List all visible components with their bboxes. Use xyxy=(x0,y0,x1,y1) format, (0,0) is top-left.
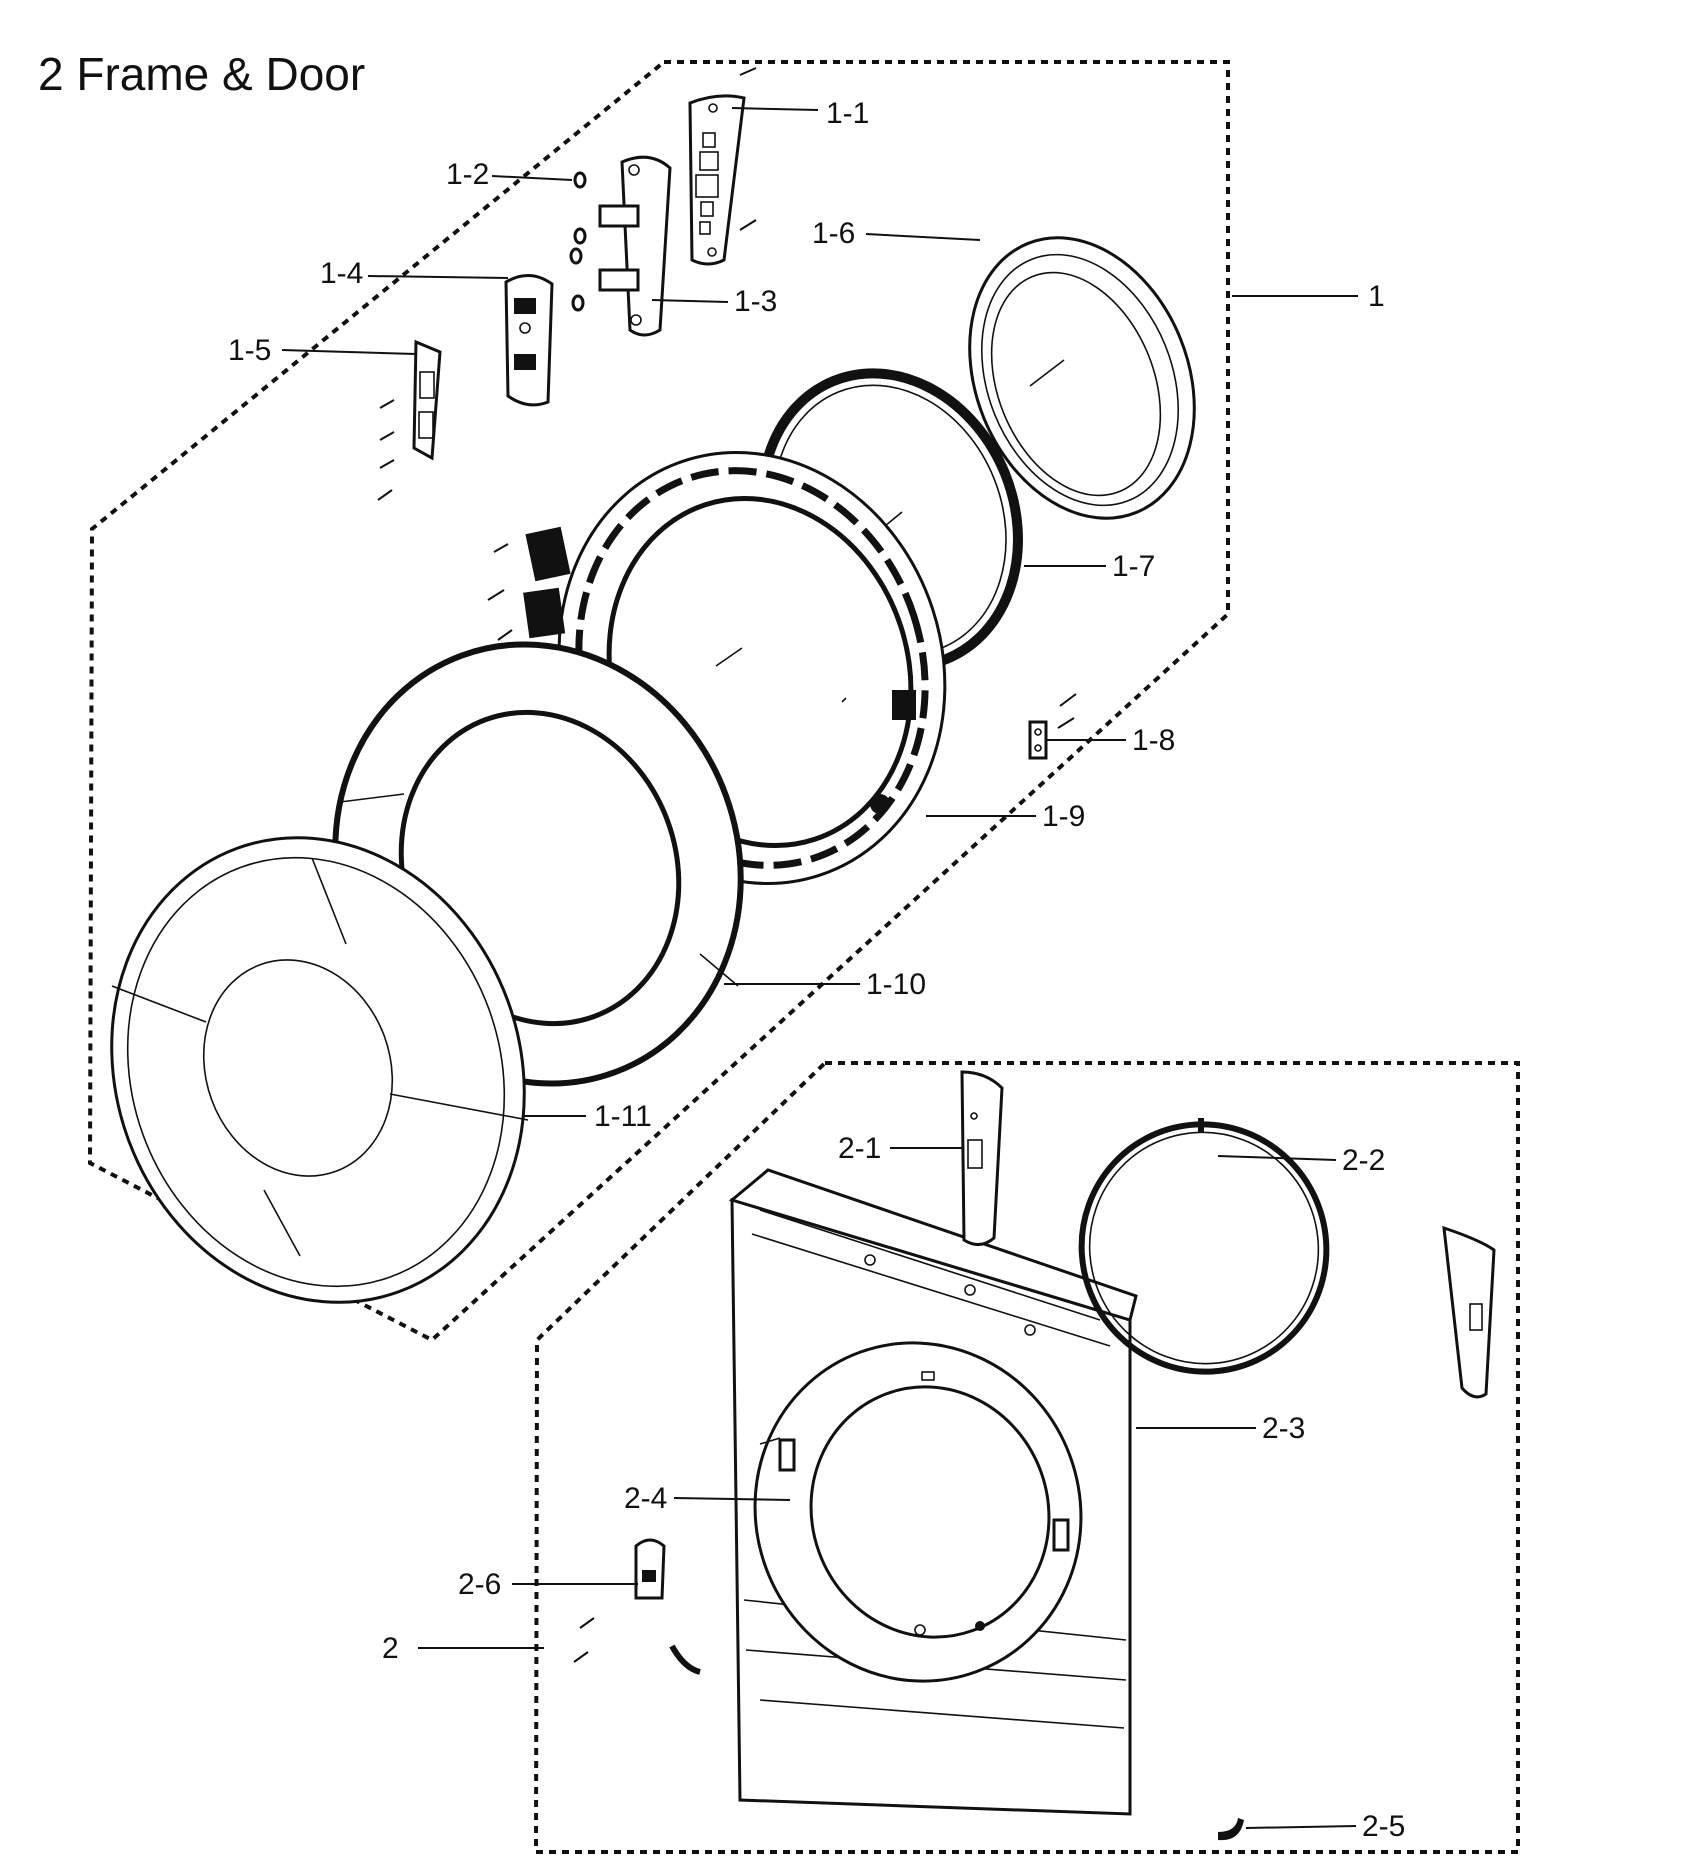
label-1-5: 1-5 xyxy=(228,334,271,367)
part-2-5-clip xyxy=(1218,1818,1244,1841)
label-1-10: 1-10 xyxy=(866,968,926,1001)
part-1-4-hinge-holder xyxy=(504,274,554,407)
label-1-1: 1-1 xyxy=(826,97,869,130)
assembly-2-boundary xyxy=(533,1061,1520,1854)
label-1-7: 1-7 xyxy=(1112,550,1155,583)
callout-labels: 1-1 1-2 1-3 1-4 1-5 1-6 1 1-7 1-8 1-9 1-… xyxy=(228,97,1405,1843)
part-1-6-door-glass-cover xyxy=(968,236,1196,520)
label-1-6: 1-6 xyxy=(812,217,855,250)
label-1: 1 xyxy=(1368,280,1385,313)
label-2-6: 2-6 xyxy=(458,1568,501,1601)
label-1-9: 1-9 xyxy=(1042,800,1085,833)
label-2-5: 2-5 xyxy=(1362,1810,1405,1843)
label-2-3: 2-3 xyxy=(1262,1412,1305,1445)
part-1-3-door-hinge xyxy=(598,155,672,337)
label-1-11: 1-11 xyxy=(594,1100,652,1133)
part-1-1-hinge-cover xyxy=(688,67,757,266)
assembly-1-boundary xyxy=(87,60,1230,1343)
part-1-8-door-lock-hook xyxy=(1028,693,1077,760)
part-1-2-hinge-screws xyxy=(569,171,587,312)
label-1-4: 1-4 xyxy=(320,257,363,290)
part-2-3-front-frame xyxy=(728,1168,1138,1816)
part-2-screws xyxy=(573,1617,701,1675)
part-1-5-hinge-bracket xyxy=(377,339,442,501)
part-2-2-gasket-ring xyxy=(1078,1118,1330,1375)
leader-lines xyxy=(281,107,1358,1829)
part-side-hinge-plate xyxy=(1442,1225,1496,1399)
label-1-3: 1-3 xyxy=(734,285,777,318)
label-2: 2 xyxy=(382,1632,399,1665)
label-2-1: 2-1 xyxy=(838,1132,881,1165)
part-1-11-door-cover-front xyxy=(110,836,529,1304)
part-2-6-cover xyxy=(634,1538,666,1600)
diagram-title: 2 Frame & Door xyxy=(38,48,365,100)
label-1-2: 1-2 xyxy=(446,158,489,191)
label-2-4: 2-4 xyxy=(624,1482,667,1515)
label-2-2: 2-2 xyxy=(1342,1144,1385,1177)
label-1-8: 1-8 xyxy=(1132,724,1175,757)
part-2-1-hinge-plate xyxy=(960,1070,1004,1246)
